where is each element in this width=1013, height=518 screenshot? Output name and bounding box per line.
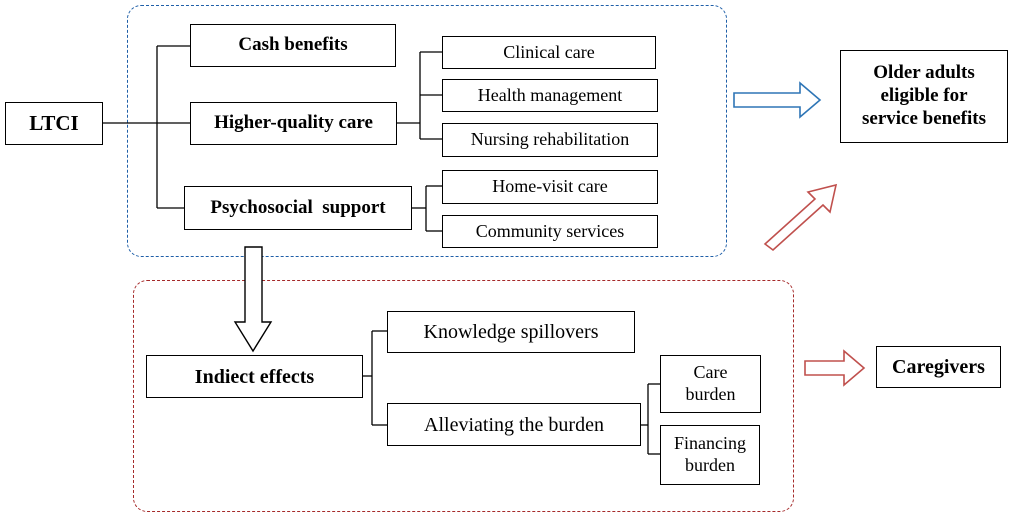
- direct-effects-region: [127, 5, 727, 257]
- ltci-box: LTCI: [5, 102, 103, 145]
- home-visit-care-label: Home-visit care: [492, 176, 608, 197]
- psychosocial-support-box: Psychosocial support: [184, 186, 412, 230]
- financing-burden-line-1: Financing: [674, 433, 746, 454]
- cash-benefits-box: Cash benefits: [190, 24, 396, 67]
- ltci-label: LTCI: [29, 110, 79, 135]
- clinical-care-label: Clinical care: [503, 41, 595, 62]
- financing-burden-line-2: burden: [685, 455, 735, 475]
- blue-right-arrow: [733, 81, 822, 119]
- alleviating-burden-box: Alleviating the burden: [387, 403, 641, 446]
- nursing-rehabilitation-box: Nursing rehabilitation: [442, 123, 658, 157]
- care-burden-line-2: burden: [685, 384, 736, 404]
- older-adults-line-3: service benefits: [862, 107, 986, 129]
- cash-benefits-label: Cash benefits: [238, 34, 348, 56]
- health-management-label: Health management: [477, 84, 623, 105]
- higher-quality-care-box: Higher-quality care: [190, 102, 397, 145]
- financing-burden-box: Financing burden: [660, 425, 760, 485]
- caregivers-box: Caregivers: [876, 346, 1001, 388]
- knowledge-spillovers-label: Knowledge spillovers: [423, 321, 599, 343]
- older-adults-box: Older adults eligible for service benefi…: [840, 50, 1008, 143]
- knowledge-spillovers-box: Knowledge spillovers: [387, 311, 635, 353]
- psychosocial-support-label: Psychosocial support: [210, 196, 386, 218]
- red-right-arrow: [804, 349, 866, 387]
- nursing-rehabilitation-label: Nursing rehabilitation: [470, 129, 630, 150]
- red-diagonal-arrow: [763, 183, 838, 252]
- older-adults-line-1: Older adults: [873, 62, 975, 84]
- care-burden-box: Care burden: [660, 355, 761, 413]
- higher-quality-care-label: Higher-quality care: [214, 112, 373, 134]
- clinical-care-box: Clinical care: [442, 36, 656, 69]
- alleviating-burden-label: Alleviating the burden: [424, 413, 604, 436]
- community-services-label: Community services: [475, 220, 625, 241]
- indirect-effects-label: Indiect effects: [194, 365, 315, 388]
- community-services-box: Community services: [442, 215, 658, 248]
- health-management-box: Health management: [442, 79, 658, 112]
- down-arrow: [233, 246, 273, 353]
- caregivers-label: Caregivers: [892, 356, 985, 378]
- indirect-effects-region: [133, 280, 794, 512]
- home-visit-care-box: Home-visit care: [442, 170, 658, 204]
- older-adults-line-2: eligible for: [880, 85, 968, 107]
- indirect-effects-box: Indiect effects: [146, 355, 363, 398]
- care-burden-line-1: Care: [693, 362, 728, 383]
